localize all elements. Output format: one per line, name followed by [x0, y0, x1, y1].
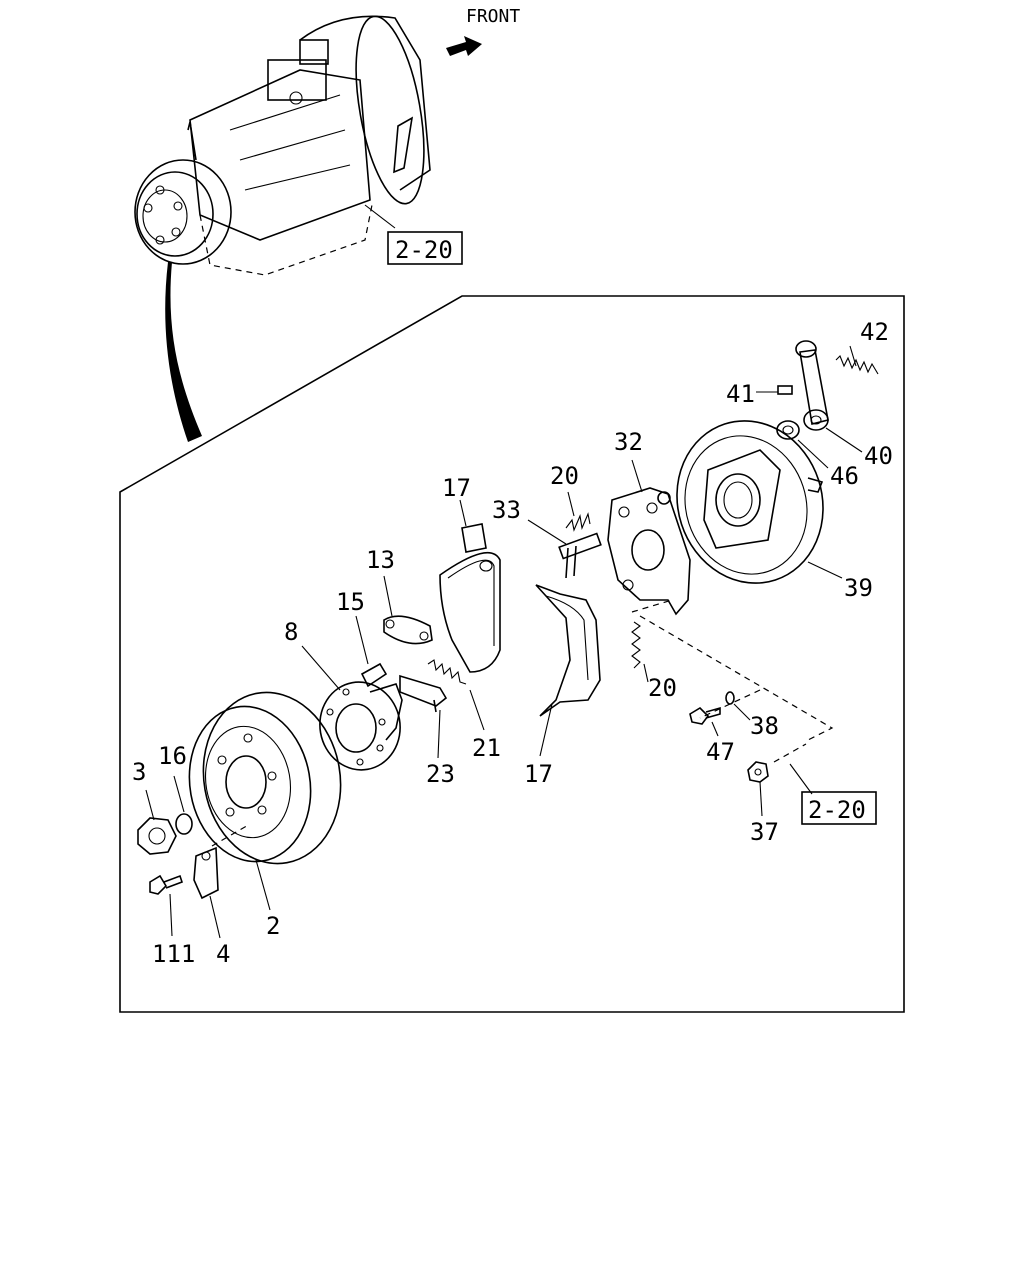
label-37: 37 — [750, 818, 779, 846]
label-38: 38 — [750, 712, 779, 740]
link-plate — [383, 615, 433, 645]
label-13: 13 — [366, 546, 395, 574]
front-label: FRONT — [466, 6, 520, 27]
backing-plate — [676, 420, 824, 584]
label-17-upper: 17 — [442, 474, 471, 502]
label-40: 40 — [864, 442, 893, 470]
lock-nut — [137, 817, 177, 855]
label-33: 33 — [492, 496, 521, 524]
ref-label-top: 2-20 — [395, 236, 453, 264]
transmission-assembly — [134, 15, 431, 276]
brake-shoe-upper — [439, 523, 501, 673]
parking-lever — [795, 340, 829, 431]
leader-lines — [145, 345, 863, 939]
adjuster-pin — [399, 674, 448, 713]
spring-20-upper — [565, 512, 591, 532]
ref-box-top — [387, 231, 463, 265]
return-spring-42 — [835, 355, 879, 375]
label-41: 41 — [726, 380, 755, 408]
label-39: 39 — [844, 574, 873, 602]
label-4: 4 — [216, 940, 230, 968]
linkage-rod — [773, 743, 807, 763]
brake-cam — [558, 532, 602, 579]
label-42: 42 — [860, 318, 889, 346]
bolt-47 — [689, 706, 721, 725]
o-ring — [175, 813, 193, 835]
label-32: 32 — [614, 428, 643, 456]
ref-box-bottom — [801, 791, 877, 825]
spring-20-lower — [631, 621, 641, 669]
ref-label-bottom: 2-20 — [808, 796, 866, 824]
label-20-lower: 20 — [648, 674, 677, 702]
label-2: 2 — [266, 912, 280, 940]
label-23: 23 — [426, 760, 455, 788]
label-16: 16 — [158, 742, 187, 770]
label-8: 8 — [284, 618, 298, 646]
nut-37 — [747, 761, 769, 783]
support-plate — [607, 487, 691, 616]
brake-shoe-lower — [535, 584, 601, 717]
companion-flange — [319, 681, 403, 771]
bolt-111 — [149, 874, 184, 895]
label-20-upper: 20 — [550, 462, 579, 490]
spring-21 — [427, 659, 467, 685]
brake-drum — [188, 691, 342, 865]
label-111: 111 — [152, 940, 195, 968]
washer — [776, 420, 800, 440]
label-3: 3 — [132, 758, 146, 786]
bracket — [193, 846, 219, 900]
pin — [777, 385, 793, 395]
washer-38 — [725, 691, 735, 705]
exploded-view-frame — [119, 295, 905, 1013]
label-46: 46 — [830, 462, 859, 490]
connector-swoosh — [165, 262, 202, 442]
label-21: 21 — [472, 734, 501, 762]
label-47: 47 — [706, 738, 735, 766]
label-15: 15 — [336, 588, 365, 616]
front-arrow-icon — [446, 36, 482, 56]
label-17-lower: 17 — [524, 760, 553, 788]
